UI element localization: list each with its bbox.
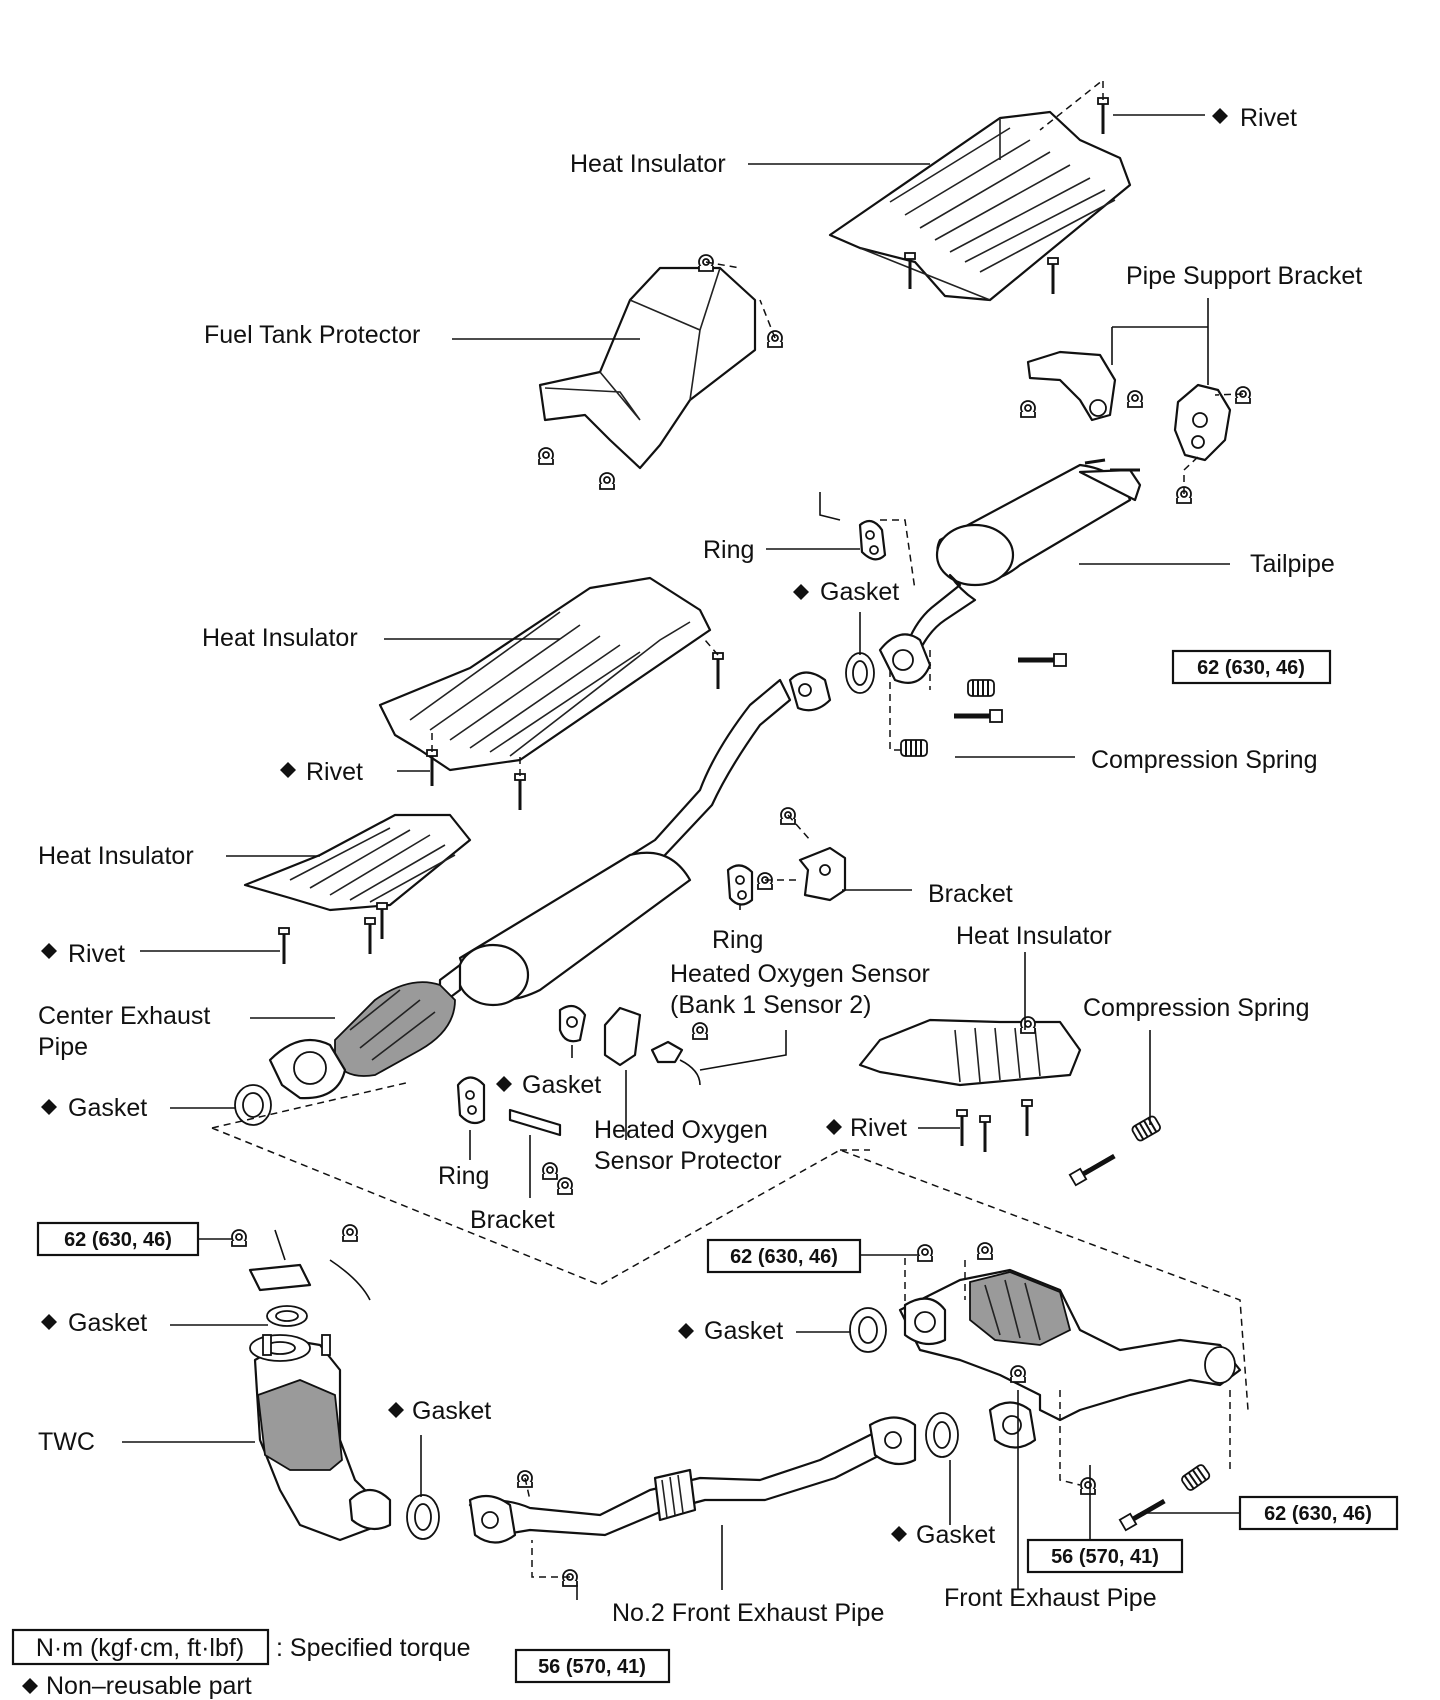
- ring-lower-part: [456, 1076, 486, 1125]
- leader-lines: [122, 114, 1240, 1600]
- fuel-tank-protector-bolts: [538, 254, 783, 490]
- front-pipe-nuts: [904, 1242, 1231, 1530]
- torque-box-front-flange: 62 (630, 46): [1238, 1495, 1399, 1531]
- label-heated-oxygen-sensor-1: Heated Oxygen Sensor: [670, 960, 930, 988]
- label-no2-front-exhaust-pipe: No.2 Front Exhaust Pipe: [612, 1599, 884, 1627]
- torque-box-tailpipe: 62 (630, 46): [1171, 649, 1332, 685]
- label-bracket-lower: Bracket: [470, 1206, 555, 1234]
- center-exhaust-pipe: [268, 671, 832, 1100]
- legend-torque-unit: N·m (kgf·cm, ft·lbf): [36, 1634, 244, 1662]
- label-compression-spring-upper: Compression Spring: [1091, 746, 1318, 774]
- bracket-lower-part: [508, 1108, 573, 1195]
- label-ring-center: Ring: [712, 926, 763, 954]
- legend: N·m (kgf·cm, ft·lbf) : Specified torque …: [11, 1628, 471, 1700]
- tailpipe-bolts-springs: [889, 650, 1066, 757]
- torque-value-front-pipe-nut: 62 (630, 46): [730, 1246, 838, 1268]
- legend-torque-desc: : Specified torque: [276, 1634, 471, 1662]
- gasket-front-part: [925, 1412, 959, 1458]
- heat-insulator-left: [243, 813, 472, 912]
- twc: [249, 1334, 392, 1542]
- label-rivet-top: Rivet: [1240, 104, 1297, 132]
- rivet-left-icons: [277, 901, 389, 966]
- no2-front-exhaust-pipe: [468, 1416, 917, 1544]
- legend-torque-box: [11, 1628, 270, 1666]
- fuel-tank-protector: [538, 266, 757, 470]
- front-exhaust-pipe: [898, 1268, 1242, 1449]
- compression-spring-right-part: [1070, 1114, 1163, 1185]
- pipe-support-bracket-left: [1026, 350, 1117, 422]
- torque-value-twc: 62 (630, 46): [64, 1229, 172, 1251]
- heat-insulator-top: [828, 110, 1132, 302]
- label-gasket-right-lower: Gasket: [704, 1317, 783, 1345]
- bracket-right-part: [757, 807, 847, 902]
- label-ring-upper: Ring: [703, 536, 754, 564]
- heated-oxygen-sensor-part: [650, 1022, 708, 1086]
- label-heat-insulator-right: Heat Insulator: [956, 922, 1112, 950]
- label-fuel-tank-protector: Fuel Tank Protector: [204, 321, 420, 349]
- torque-box-no2-pipe: 56 (570, 41): [514, 1648, 671, 1684]
- label-heated-oxygen-sensor-protector-1: Heated Oxygen: [594, 1116, 768, 1144]
- gasket-center-part: [558, 1004, 587, 1043]
- gasket-twc-bottom-part: [406, 1494, 440, 1540]
- torque-value-front-bracket: 56 (570, 41): [1051, 1546, 1159, 1568]
- no2-pipe-bolts: [517, 1470, 578, 1587]
- ring-upper-part: [819, 492, 916, 591]
- label-twc: TWC: [38, 1428, 95, 1456]
- label-gasket-center: Gasket: [522, 1071, 601, 1099]
- label-gasket-twc-top: Gasket: [68, 1309, 147, 1337]
- gasket-twc-top-part: [266, 1305, 308, 1327]
- label-compression-spring-right: Compression Spring: [1083, 994, 1310, 1022]
- assembly-dash-outline-center: [211, 1081, 1249, 1411]
- torque-value-tailpipe: 62 (630, 46): [1197, 657, 1305, 679]
- label-heat-insulator-left: Heat Insulator: [38, 842, 194, 870]
- torque-box-front-bracket: 56 (570, 41): [1026, 1538, 1184, 1574]
- tailpipe: [903, 458, 1142, 652]
- gasket-upper-part: [845, 652, 875, 694]
- ring-center-part: [726, 864, 754, 906]
- torque-box-front-pipe-nut: 62 (630, 46): [706, 1238, 862, 1274]
- heated-oxygen-sensor-protector-part: [603, 1006, 642, 1067]
- label-rivet-right: Rivet: [850, 1114, 907, 1142]
- label-ring-lower: Ring: [438, 1162, 489, 1190]
- label-rivet-mid: Rivet: [306, 758, 363, 786]
- rivet-mid-icons: [425, 639, 725, 812]
- twc-studs-and-nuts: [231, 1224, 371, 1356]
- heat-insulator-mid: [378, 576, 712, 772]
- label-gasket-twc-bottom: Gasket: [412, 1397, 491, 1425]
- label-gasket-front: Gasket: [916, 1521, 995, 1549]
- torque-value-front-flange: 62 (630, 46): [1264, 1503, 1372, 1525]
- label-gasket-left: Gasket: [68, 1094, 147, 1122]
- label-heated-oxygen-sensor-2: (Bank 1 Sensor 2): [670, 991, 872, 1019]
- label-pipe-support-bracket: Pipe Support Bracket: [1126, 262, 1362, 290]
- label-front-exhaust-pipe: Front Exhaust Pipe: [944, 1584, 1157, 1612]
- torque-value-no2-pipe: 56 (570, 41): [538, 1656, 646, 1678]
- pipe-support-bracket-right: [1173, 383, 1232, 462]
- label-heated-oxygen-sensor-protector-2: Sensor Protector: [594, 1147, 782, 1175]
- label-rivet-left: Rivet: [68, 940, 125, 968]
- gasket-left-part: [234, 1084, 272, 1126]
- rivet-top-icons: [903, 78, 1110, 296]
- gasket-right-lower-part: [849, 1307, 887, 1353]
- label-heat-insulator-top: Heat Insulator: [570, 150, 726, 178]
- label-gasket-upper: Gasket: [820, 578, 899, 606]
- torque-box-twc: 62 (630, 46): [36, 1221, 200, 1257]
- legend-non-reusable: Non–reusable part: [46, 1672, 252, 1700]
- label-center-exhaust-pipe-1: Center Exhaust: [38, 1002, 210, 1030]
- heat-insulator-right: [858, 1018, 1082, 1087]
- label-center-exhaust-pipe-2: Pipe: [38, 1033, 88, 1061]
- label-heat-insulator-mid: Heat Insulator: [202, 624, 358, 652]
- pipe-support-bracket-bolts: [1020, 386, 1251, 504]
- label-tailpipe: Tailpipe: [1250, 550, 1335, 578]
- label-bracket-right: Bracket: [928, 880, 1013, 908]
